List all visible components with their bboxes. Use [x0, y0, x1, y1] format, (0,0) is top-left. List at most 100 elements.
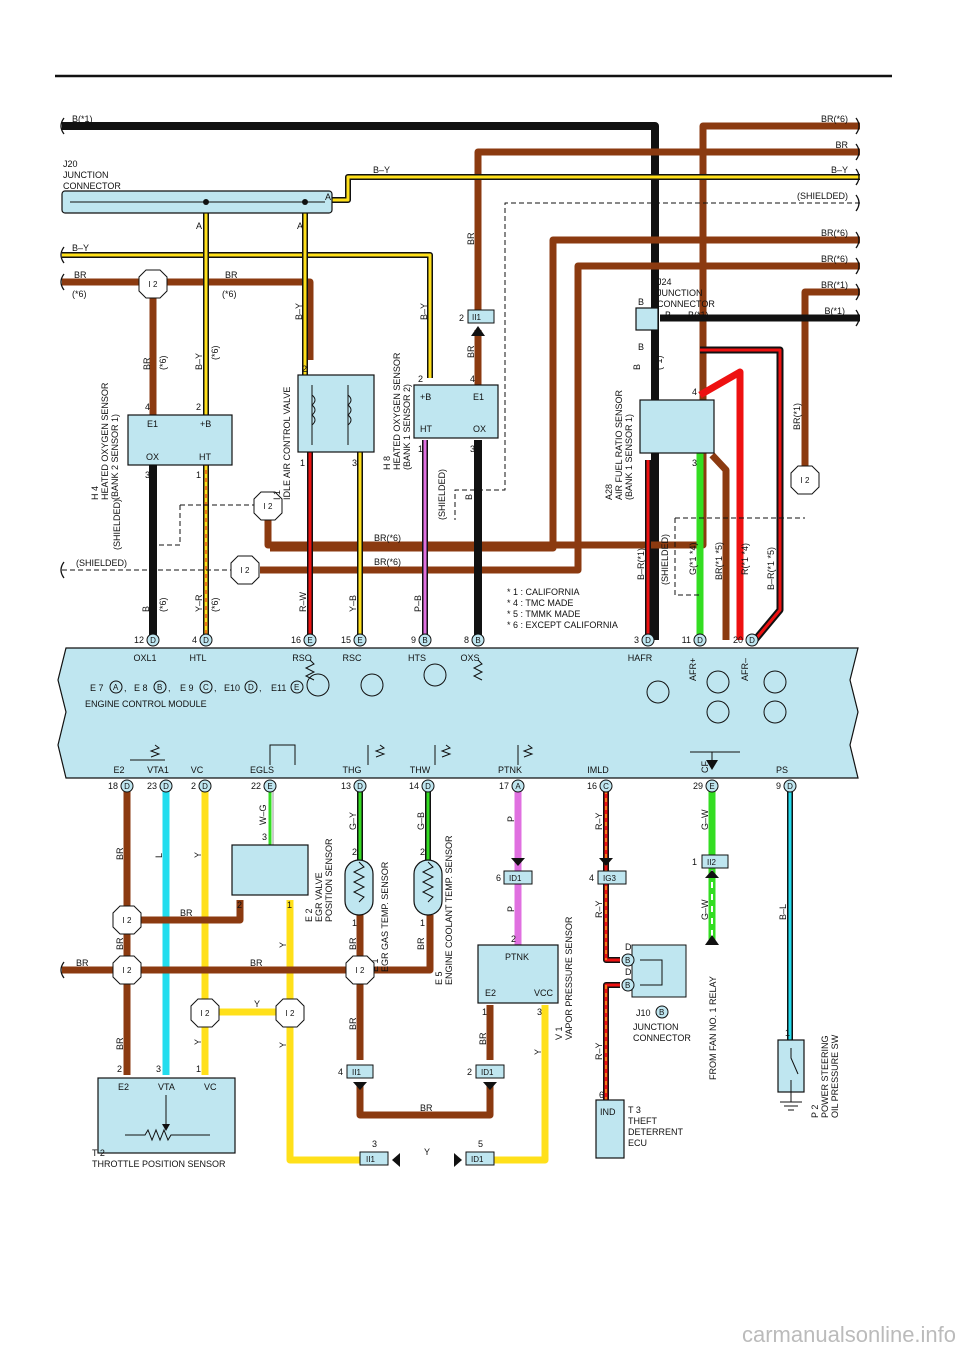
- lbl-shield-left: (SHIELDED): [76, 558, 127, 568]
- lbl-l-br10: BR: [420, 1103, 433, 1113]
- e2-p1: 1: [287, 900, 292, 910]
- top-pin-letter-7: D: [697, 636, 703, 645]
- t3-l1: THEFT: [628, 1116, 657, 1126]
- h4-p2: 2: [196, 402, 201, 412]
- t2-resistor: [125, 1095, 210, 1142]
- wire-br6-top: [264, 122, 860, 549]
- tl-b1: B(*1): [72, 114, 93, 124]
- wire-y-loop: [205, 1008, 380, 1164]
- h4-ht: HT: [199, 452, 211, 462]
- top-pin-name-5: OXS: [460, 653, 479, 663]
- lbl-l-bl: B–L: [778, 904, 788, 920]
- a28-sensor: [639, 399, 715, 454]
- wire-br-left: [62, 278, 314, 360]
- e1-p1: 1: [352, 918, 357, 928]
- ii1-top-pin: 2: [459, 313, 464, 323]
- i1-coils: [311, 385, 352, 445]
- right-label-7: B(*1): [824, 306, 845, 316]
- bottom-pin-number-1: 23: [147, 781, 157, 791]
- lbl-l-br9: BR: [348, 1017, 358, 1030]
- i2-label-4: I 2: [801, 476, 810, 485]
- j20-id: J20: [63, 159, 78, 169]
- j20-dot-1: [203, 199, 209, 205]
- lbl-iacv-by: B–Y: [294, 303, 304, 320]
- t2-e2: E2: [118, 1082, 129, 1092]
- h4-caption: H 4 HEATED OXYGEN SENSOR (BANK 2 SENSOR …: [90, 382, 120, 500]
- bottom-pin-letter-8: E: [709, 782, 714, 791]
- j24-id: J24: [657, 277, 672, 287]
- id1a-box: [503, 870, 533, 885]
- tl-by2: B–Y: [373, 165, 390, 175]
- legend-d: D: [248, 683, 254, 692]
- j10-connector: [631, 944, 687, 998]
- lbl-l-br3: BR: [115, 937, 125, 950]
- id1b-id: ID1: [481, 1068, 494, 1077]
- bottom-pin-letter-1: D: [163, 782, 169, 791]
- legend-sep4: ,: [259, 683, 262, 693]
- t2-p3: 3: [156, 1064, 161, 1074]
- top-pin-number-1: 4: [192, 635, 197, 645]
- lbl-l-l: L: [154, 853, 164, 858]
- h8-sensor: [413, 384, 499, 439]
- j10-id: J10: [636, 1008, 651, 1018]
- ecm-title: ENGINE CONTROL MODULE: [85, 699, 207, 709]
- bottom-pin-letter-0: D: [124, 782, 130, 791]
- top-pin-number-7: 11: [682, 635, 691, 645]
- i2-octagon-3: I 2: [230, 555, 260, 585]
- note-0: * 1 : CALIFORNIA: [507, 587, 580, 597]
- bottom-pin-letter-9: D: [787, 782, 793, 791]
- a28-caption: A28 AIR FUEL RATIO SENSOR (BANK 1 SENSOR…: [604, 389, 634, 500]
- wire-by-inner: [330, 175, 860, 202]
- wire-shield-h4: [153, 504, 258, 546]
- t3-p6: 6: [599, 1090, 604, 1100]
- lbl-a28-br15: BR(*1 *5): [714, 542, 724, 580]
- p2-l1: POWER STEERING: [820, 1035, 830, 1118]
- bottom-pin-name-0: E2: [113, 765, 124, 775]
- ii1b-box: [346, 1064, 374, 1079]
- v1-e2: E2: [485, 988, 496, 998]
- h4-id: H 4: [90, 486, 100, 500]
- ii1-top-arrow: [471, 326, 485, 336]
- h4-p4: 4: [145, 402, 150, 412]
- top-pin-connector-3: [353, 633, 367, 647]
- legend-sep1: ,: [124, 683, 127, 693]
- i2-octagon-2: I 2: [253, 491, 283, 521]
- tl-n6b: (*6): [222, 289, 237, 299]
- e2-sensor: [231, 844, 309, 896]
- e2-caption: E 2 EGR VALVE POSITION SENSOR: [304, 838, 334, 922]
- lbl-h4-b: B: [141, 606, 151, 612]
- legend-sep2: ,: [168, 683, 171, 693]
- t2-p1: 1: [196, 1064, 201, 1074]
- e1-p2: 2: [352, 847, 357, 857]
- j10-l1: JUNCTION: [633, 1022, 679, 1032]
- h8-l1: HEATED OXYGEN SENSOR: [392, 352, 402, 470]
- notes: * 1 : CALIFORNIA * 4 : TMC MADE * 5 : TM…: [507, 587, 618, 630]
- lbl-l-gb: G–B: [416, 812, 426, 830]
- ecm-bottom-pins: D18E2D23VTA1D2VCE22EGLSD13THGD14THWA17PT…: [108, 761, 797, 793]
- top-pin-name-7: AFR+: [688, 658, 698, 681]
- wire-a28r: [698, 368, 744, 640]
- bottom-pin-connector-6: [511, 779, 525, 793]
- wire-br1: [801, 288, 860, 470]
- bottom-pin-letter-6: A: [515, 782, 521, 791]
- e2-l2: POSITION SENSOR: [324, 838, 334, 922]
- bottom-pin-number-7: 16: [587, 781, 597, 791]
- bottom-pin-name-8: CF: [700, 761, 710, 773]
- e2-id: E 2: [304, 908, 314, 922]
- lbl-l-y7: Y: [424, 1147, 430, 1157]
- i1-id: I 1: [272, 490, 282, 500]
- lbl-h4-br: BR: [142, 357, 152, 370]
- i2-lower-group: I 2 I 2 I 2 I 2 I 2: [112, 905, 375, 1028]
- i2-label-1: I 2: [149, 280, 158, 289]
- e2-p3: 3: [262, 832, 267, 842]
- legend-c: C: [203, 683, 209, 692]
- v1-p3: 3: [537, 1007, 542, 1017]
- right-label-group: BR(*6) BR B–Y (SHIELDED) BR(*6) BR(*6) B…: [797, 114, 849, 316]
- h8-ht: HT: [420, 424, 432, 434]
- lbl-h8-br1: BR: [466, 232, 476, 245]
- tl-br: BR: [74, 270, 87, 280]
- i1-p3: 3: [352, 458, 357, 468]
- legend-a: A: [113, 683, 119, 692]
- e1-l1: EGR GAS TEMP. SENSOR: [380, 861, 390, 972]
- bottom-pin-letter-3: E: [267, 782, 272, 791]
